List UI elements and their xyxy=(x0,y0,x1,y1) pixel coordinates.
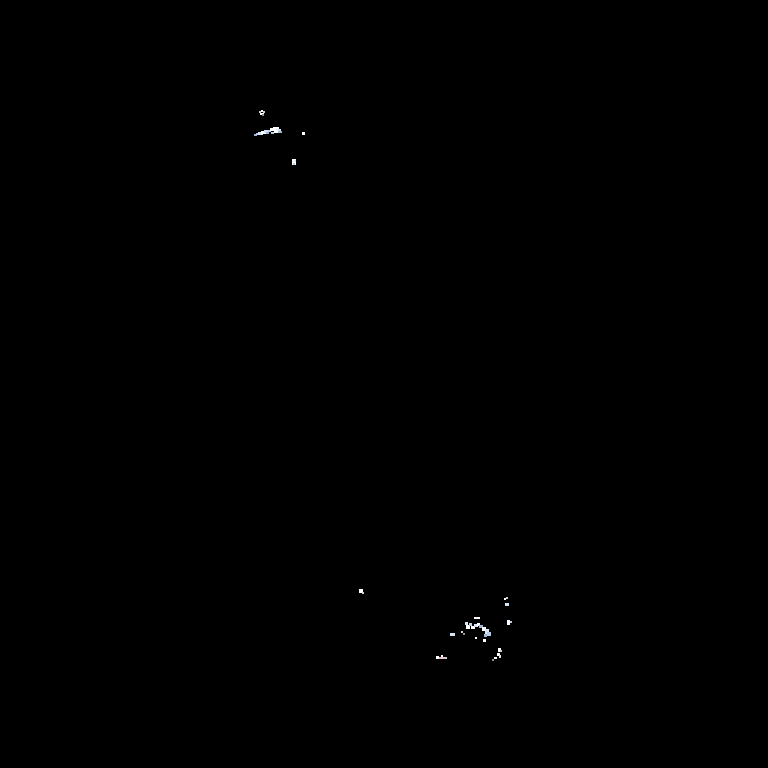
speck xyxy=(302,132,305,135)
speck xyxy=(504,598,506,600)
speck xyxy=(474,617,480,619)
speck xyxy=(487,632,491,636)
speck xyxy=(492,659,494,661)
speck xyxy=(505,603,509,606)
speck xyxy=(276,129,281,132)
speck xyxy=(484,634,487,637)
speck xyxy=(441,655,443,657)
speck xyxy=(359,589,363,593)
speck xyxy=(254,134,257,136)
speck xyxy=(463,633,465,635)
speck xyxy=(500,650,502,652)
speck xyxy=(494,657,497,659)
speck xyxy=(485,629,489,634)
speck xyxy=(471,626,475,629)
speck xyxy=(266,132,269,134)
speck xyxy=(270,128,275,131)
speck xyxy=(261,110,263,112)
speck xyxy=(278,131,282,133)
speck xyxy=(477,623,480,626)
speck xyxy=(362,592,364,594)
speck xyxy=(268,130,271,132)
speck xyxy=(293,163,295,165)
speck xyxy=(273,127,279,130)
speck xyxy=(461,631,463,633)
speck xyxy=(294,160,296,162)
speck xyxy=(510,621,512,623)
speck xyxy=(450,633,455,636)
speck xyxy=(479,625,483,628)
speck xyxy=(271,132,274,134)
speck xyxy=(439,657,444,659)
speck xyxy=(465,622,468,625)
speck xyxy=(436,656,439,659)
speck xyxy=(466,625,470,629)
speck xyxy=(482,627,486,631)
speck xyxy=(274,130,278,133)
speck xyxy=(258,132,263,135)
speck xyxy=(483,639,486,642)
speck xyxy=(259,111,261,113)
speck xyxy=(261,131,266,134)
speck xyxy=(475,637,477,639)
speck xyxy=(507,620,510,625)
speck xyxy=(474,624,478,627)
speck xyxy=(497,653,500,656)
speck xyxy=(264,130,268,133)
speck xyxy=(498,648,501,652)
speck xyxy=(256,133,260,135)
speck xyxy=(499,655,501,658)
speck xyxy=(262,114,264,116)
speck xyxy=(292,159,296,165)
speck xyxy=(469,623,472,626)
speck xyxy=(443,657,447,659)
speck xyxy=(263,111,265,113)
speck xyxy=(506,597,508,599)
speck xyxy=(260,113,264,115)
